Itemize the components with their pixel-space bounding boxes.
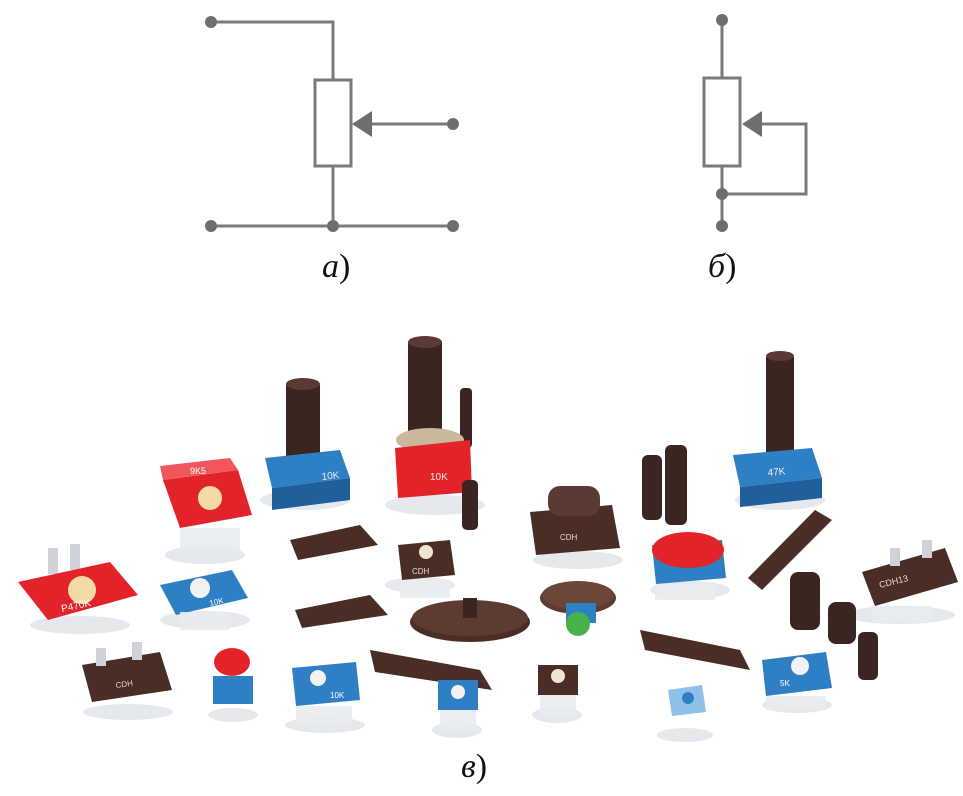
pot-shaft-red: 10K (395, 336, 472, 498)
resistor-body-b (702, 76, 742, 168)
gear-large (410, 598, 530, 642)
component-label: 47K (767, 466, 786, 479)
component-label: 10K (321, 470, 340, 483)
schematic-b (702, 20, 808, 226)
component-label: 10K (330, 691, 345, 700)
caption-letter: б (708, 248, 726, 285)
caption-b: б) (708, 248, 736, 286)
wiper-arrow-b (742, 111, 762, 137)
knob-cluster (790, 572, 878, 680)
trimmer-blue-small-3: 5K (762, 652, 832, 696)
component-label: 5K (780, 679, 790, 688)
trimmer-brown-2: CDH (530, 486, 620, 555)
terminals-a (205, 16, 459, 232)
trimmer-green (566, 603, 596, 636)
wire-top-a (211, 20, 335, 80)
trimmer-brown-3: CDH13 (862, 540, 958, 606)
terminal-dot (205, 220, 217, 232)
gear-small (540, 581, 616, 614)
component-label: CDH (115, 679, 134, 690)
caption-letter: в (461, 748, 476, 785)
terminals-b (716, 14, 728, 232)
component-label: CDH (560, 533, 578, 542)
clear-bases (180, 528, 932, 730)
caption-paren: ) (725, 248, 737, 285)
caption-paren: ) (339, 248, 351, 285)
trimmer-brown-1: CDH (398, 540, 455, 580)
component-label: 10K (209, 596, 225, 608)
trimmer-small-red (213, 648, 253, 704)
pot-shaft-blue-2: 47K (733, 351, 822, 507)
trimmer-red-flat: P470K (18, 544, 138, 620)
caption-letter: а (322, 248, 339, 285)
trimmer-blue-small-1: 10K (292, 662, 360, 706)
caption-a: а) (322, 248, 350, 286)
resistor-body-a (313, 78, 353, 168)
component-photo: 10K 10K 47K 9 (18, 336, 958, 742)
terminal-dot (716, 14, 728, 26)
trimmer-blue-flat: 10K (160, 570, 248, 615)
trimmer-red-round (652, 532, 726, 584)
terminal-dot (205, 16, 217, 28)
junction-dot (327, 220, 339, 232)
component-label: 9K5 (190, 466, 206, 476)
trimmer-brown-small (538, 665, 578, 695)
wiper-arrow-a (352, 111, 372, 137)
component-label: CDH (412, 567, 430, 576)
trimmer-brown-4: CDH (82, 642, 172, 702)
junction-dot (716, 188, 728, 200)
trimmer-red-cube: 9K5 (160, 458, 252, 528)
caption-c: в) (461, 748, 487, 786)
terminal-dot (447, 220, 459, 232)
component-label: 10K (430, 472, 448, 483)
trimmer-blue-small-2 (438, 680, 478, 710)
schematic-a (211, 20, 453, 228)
pot-shaft-blue-1: 10K (265, 378, 350, 510)
knob-shafts (462, 445, 687, 530)
terminal-dot (447, 118, 459, 130)
trimmer-blue-clear (668, 685, 706, 716)
wiper-loop-b (722, 122, 808, 196)
caption-paren: ) (475, 748, 488, 785)
terminal-dot (716, 220, 728, 232)
